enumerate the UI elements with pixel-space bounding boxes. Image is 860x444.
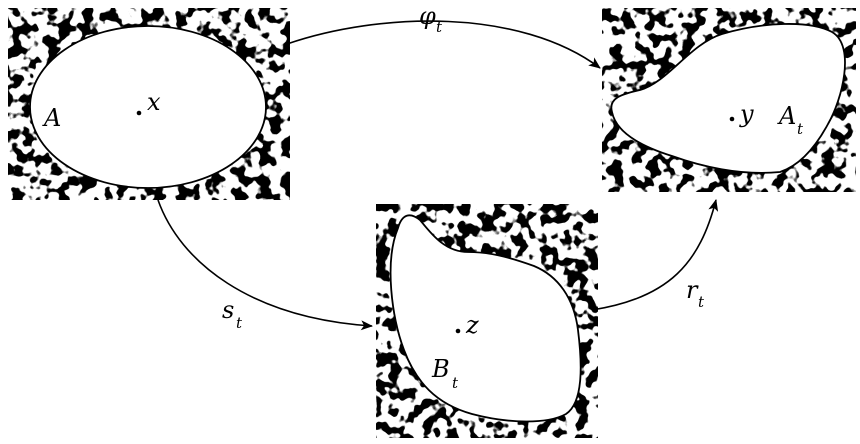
- region-A-label: A: [42, 104, 61, 132]
- arrow-s-t-label: s: [222, 296, 234, 324]
- region-A-t-subscript: t: [797, 120, 804, 138]
- arrow-s-t: [157, 199, 373, 331]
- panel-initial: x A: [8, 8, 290, 200]
- arrow-r-t-label: r: [686, 276, 699, 304]
- panel-intermediate: z B t: [376, 204, 598, 438]
- arrow-phi-t: [286, 20, 601, 69]
- region-B-t-subscript: t: [452, 374, 459, 392]
- point-z: [455, 328, 461, 334]
- arrow-r-t: [591, 199, 719, 311]
- arrow-r-t-subscript: t: [698, 293, 705, 311]
- region-A: [29, 25, 267, 189]
- region-A-t-label: A: [777, 102, 796, 130]
- panel-final: y A t: [602, 8, 856, 192]
- arrow-s-t-subscript: t: [236, 314, 243, 332]
- point-x-label: x: [147, 88, 161, 116]
- region-B-t: [389, 214, 582, 423]
- point-x: [136, 110, 142, 116]
- point-z-label: z: [465, 311, 479, 339]
- arrow-phi-t-subscript: t: [436, 18, 443, 36]
- region-A-t: [610, 23, 846, 174]
- region-B-t-label: B: [431, 355, 450, 383]
- arrow-phi-t-label: φ: [419, 2, 436, 30]
- point-y-label: y: [739, 100, 754, 128]
- point-y: [729, 116, 735, 122]
